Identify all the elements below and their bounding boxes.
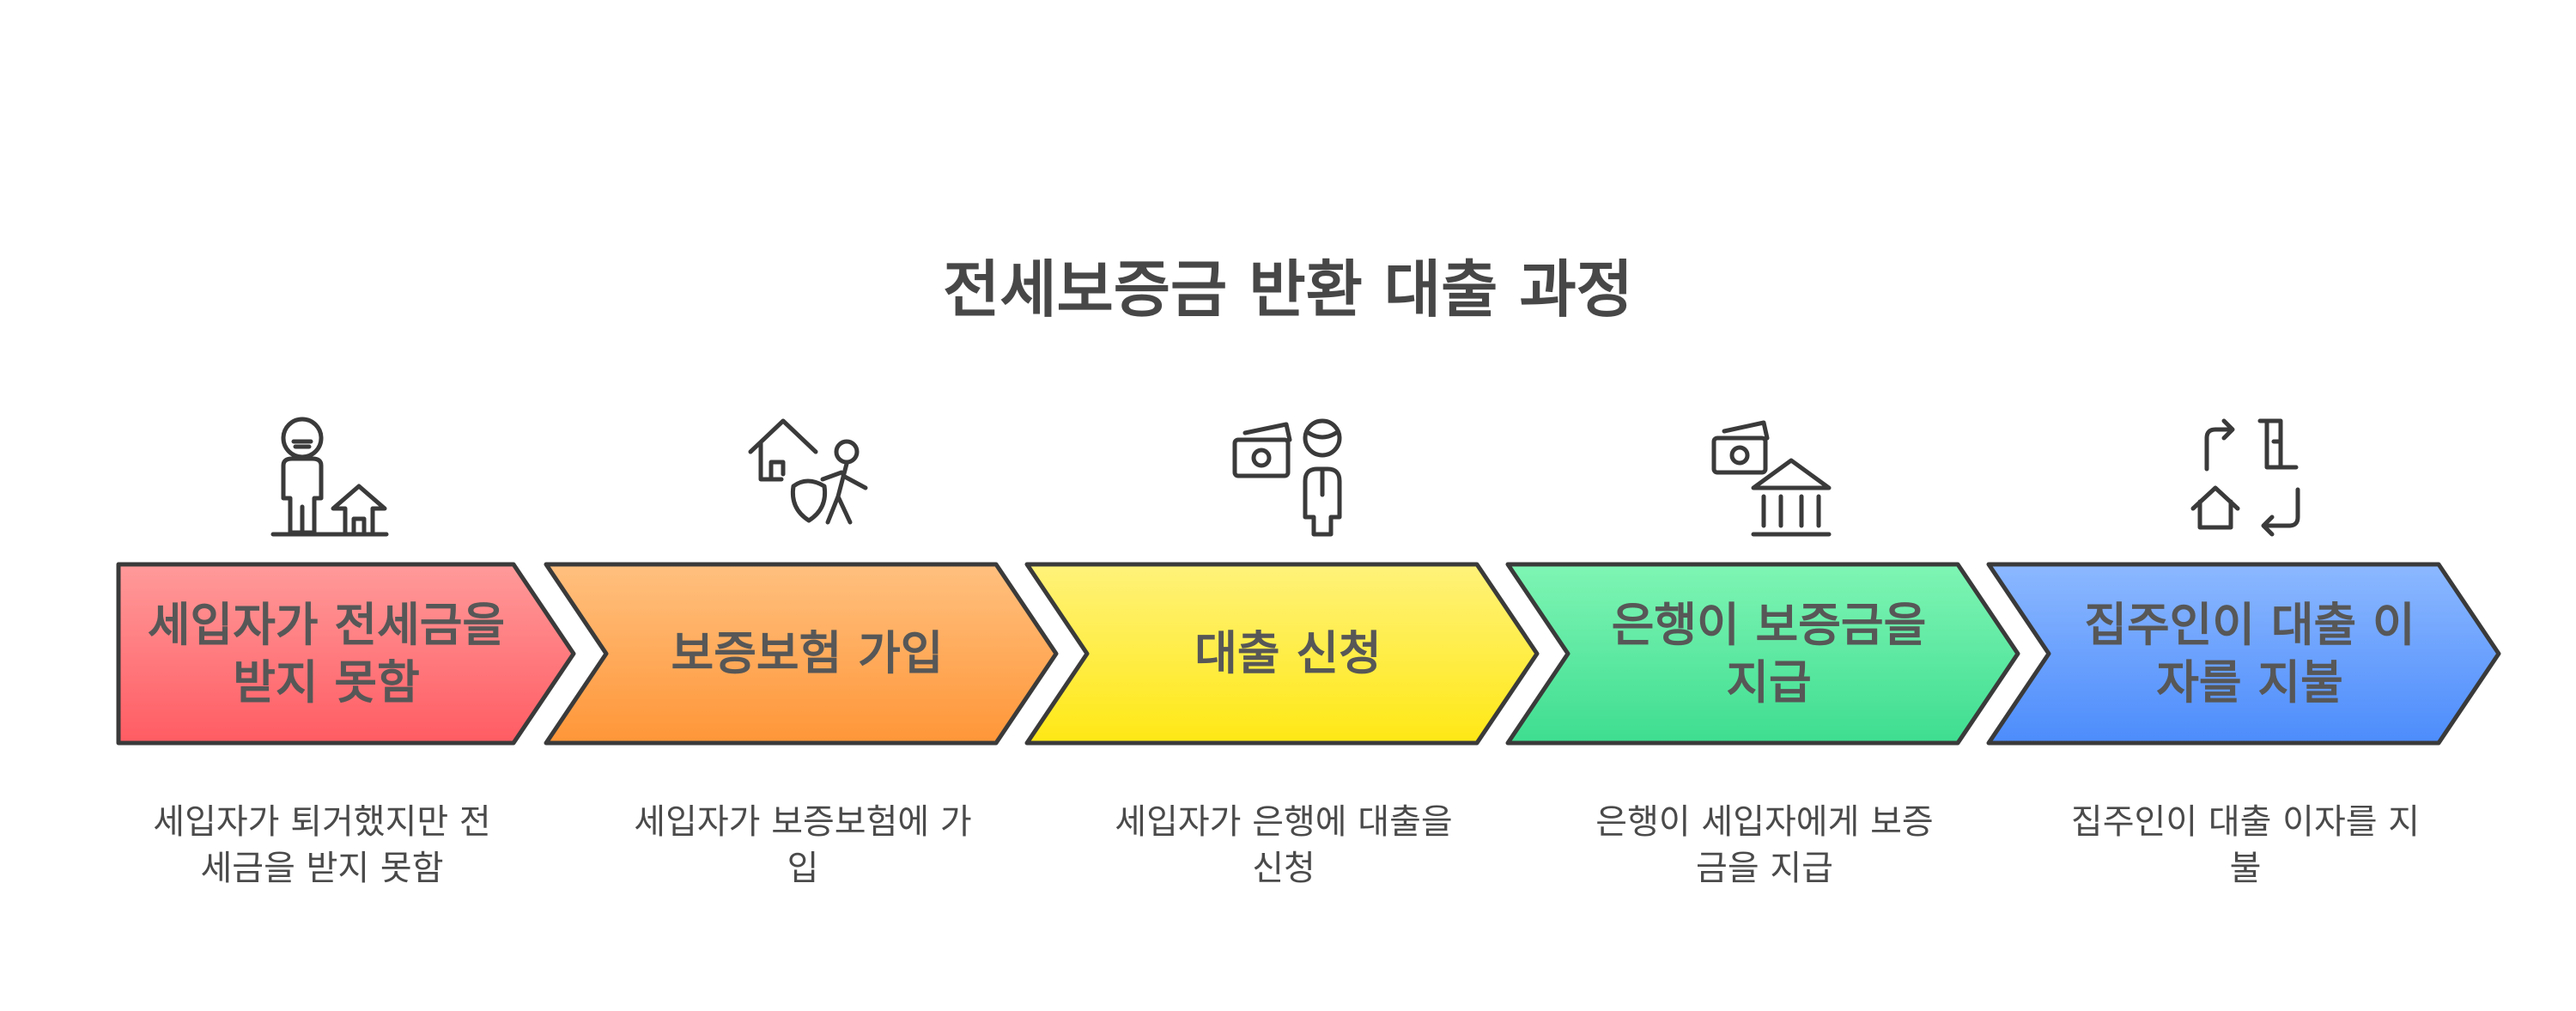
house-person-shield-icon	[745, 412, 874, 541]
step-1-chevron	[116, 562, 576, 746]
diagram-title: 전세보증금 반환 대출 과정	[943, 253, 1633, 326]
step-2-description: 세입자가 보증보험에 가입	[634, 802, 972, 888]
step-5-chevron	[1986, 562, 2501, 746]
money-person-icon	[1226, 412, 1355, 541]
step-3-label: 대출 신청	[1194, 626, 1382, 681]
step-2-label: 보증보험 가입	[671, 626, 944, 681]
step-3-description: 세입자가 은행에 대출을 신청	[1115, 802, 1453, 888]
money-bank-icon	[1707, 412, 1836, 541]
step-1-description: 세입자가 퇴거했지만 전세금을 받지 못함	[153, 802, 491, 888]
house-document-cycle-icon	[2188, 412, 2317, 541]
step-4-chevron	[1505, 562, 2020, 746]
step-5-label: 집주인이 대출 이자를 지불	[2084, 597, 2415, 710]
step-2-chevron	[544, 562, 1059, 746]
step-3-chevron	[1024, 562, 1540, 746]
step-4-description: 은행이 세입자에게 보증금을 지급	[1595, 802, 1934, 888]
step-4-label: 은행이 보증금을 지급	[1611, 597, 1927, 710]
step-1-label: 세입자가 전세금을 받지 못함	[147, 597, 506, 710]
tenant-house-icon	[266, 412, 395, 541]
step-5-description: 집주인이 대출 이자를 지불	[2070, 802, 2421, 888]
